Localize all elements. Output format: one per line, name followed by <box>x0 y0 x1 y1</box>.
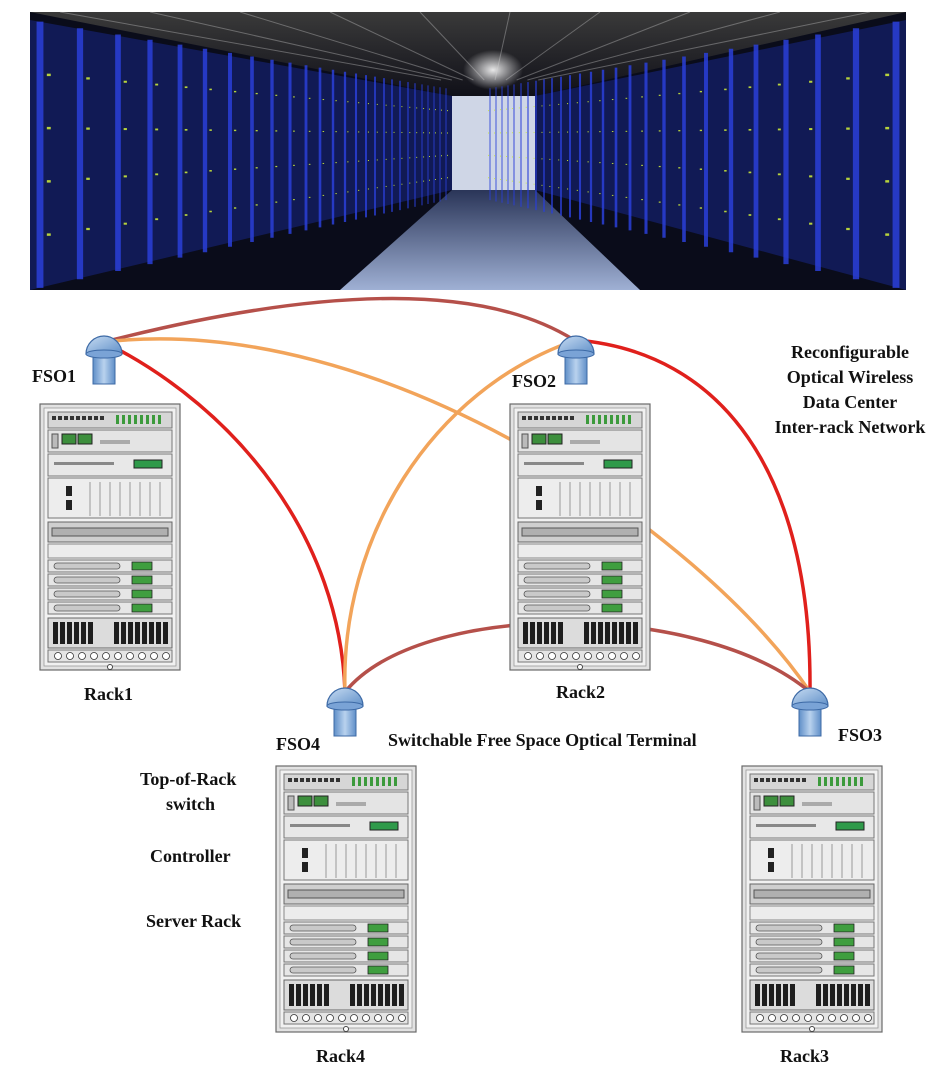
tor-switch-annotation-line2: switch <box>166 794 215 814</box>
link-fso2-fso4-orange <box>343 338 577 693</box>
photo-rack-stripe <box>527 11 781 81</box>
rack1-label: Rack1 <box>84 684 133 704</box>
link-fso2-fso3-red <box>575 338 812 693</box>
fso3-label: FSO3 <box>838 725 883 745</box>
server-rack-annotation: Server Rack <box>146 911 242 931</box>
fso2-label: FSO2 <box>512 371 557 391</box>
controller-annotation: Controller <box>150 846 231 866</box>
terminal-annotation: Switchable Free Space Optical Terminal <box>388 730 697 750</box>
photo-rack-stripe <box>516 11 691 81</box>
link-fso1-fso4-red <box>103 340 347 693</box>
rack2-server-rack <box>509 403 651 671</box>
diagram-title: Reconfigurable Optical Wireless Data Cen… <box>752 340 948 440</box>
fso3-terminal-icon <box>791 687 829 737</box>
title-line-3: Data Center <box>802 392 898 412</box>
rack4-label: Rack4 <box>316 1046 365 1066</box>
photo-rack-stripe <box>419 11 485 81</box>
title-line-4: Inter-rack Network <box>774 417 926 437</box>
fso1-terminal-icon <box>85 335 123 385</box>
optical-links <box>103 296 812 694</box>
data-center-photo <box>30 11 906 290</box>
photo-rack-stripe <box>494 11 511 81</box>
photo-rack-stripe <box>538 11 871 81</box>
title-line-2: Optical Wireless <box>786 367 914 387</box>
fso4-terminal-icon <box>326 687 364 737</box>
rack2-label: Rack2 <box>556 682 605 702</box>
tor-switch-annotation-line1: Top-of-Rack <box>140 769 237 789</box>
photo-rack-stripe <box>505 11 601 81</box>
rack3-label: Rack3 <box>780 1046 829 1066</box>
photo-rack-stripe <box>329 11 474 81</box>
photo-rack-stripe <box>59 11 442 81</box>
link-fso1-fso3-brown <box>103 296 575 344</box>
rack1-server-rack <box>39 403 181 671</box>
photo-rack-stripe <box>149 11 452 81</box>
fso4-label: FSO4 <box>276 734 321 754</box>
fso2-terminal-icon <box>557 335 595 385</box>
title-line-1: Reconfigurable <box>791 342 909 362</box>
rack3-server-rack <box>741 765 883 1033</box>
photo-rack-stripe <box>239 11 463 81</box>
fso1-label: FSO1 <box>32 366 77 386</box>
rack4-server-rack <box>275 765 417 1033</box>
